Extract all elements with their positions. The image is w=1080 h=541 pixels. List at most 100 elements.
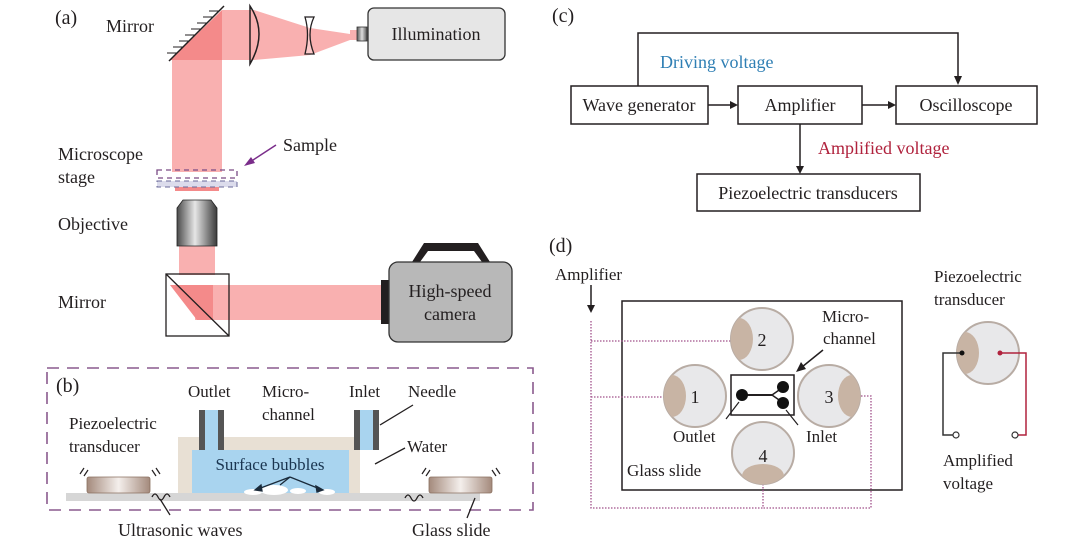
inlet-label: Inlet xyxy=(806,427,837,446)
amplified-voltage-label-2: voltage xyxy=(943,474,993,493)
right-vibration-marks xyxy=(421,467,501,477)
outlet-label: Outlet xyxy=(673,427,716,446)
illumination-beam-narrow xyxy=(350,30,362,40)
camera-body xyxy=(388,261,513,343)
vertical-beam-below-stage xyxy=(175,185,219,191)
transducer-4-number: 4 xyxy=(759,446,768,466)
inlet-label: Inlet xyxy=(349,382,380,401)
piezo-label-1: Piezoelectric xyxy=(69,414,157,433)
transducer-2: 2 xyxy=(730,307,794,371)
objective-label: Objective xyxy=(58,214,128,234)
bubble-arrows xyxy=(253,476,325,493)
outlet-pointer xyxy=(725,401,740,420)
red-lead-terminal xyxy=(997,350,1003,356)
inlet-port-top xyxy=(777,381,789,393)
transducer-1-number: 1 xyxy=(691,387,700,407)
objective-lens xyxy=(176,199,218,247)
red-lead-wire xyxy=(1000,352,1027,436)
red-lead-open-terminal xyxy=(1011,431,1019,439)
amplifier-input-label: Amplifier xyxy=(555,265,622,284)
beamsplitter-reflection-zone xyxy=(170,285,213,320)
driving-voltage-label: Driving voltage xyxy=(660,52,773,72)
panel-a: (a) Mirror xyxy=(55,3,513,343)
wavegen-to-amplifier-arrowhead xyxy=(730,101,738,109)
amplified-voltage-label: Amplified voltage xyxy=(818,138,949,158)
amplifier-box xyxy=(737,85,863,125)
panel-d: (d) Amplifier Glass slide 2 1 xyxy=(549,235,1027,509)
wave-generator-box xyxy=(570,85,709,125)
sample-dashed-box xyxy=(156,169,238,179)
panel-b-label: (b) xyxy=(56,375,79,397)
water-label: Water xyxy=(407,437,447,456)
piezo-label-2: transducer xyxy=(69,437,140,456)
amplifier-to-piezo-arrowhead xyxy=(796,166,804,174)
vertical-beam xyxy=(172,60,222,172)
outlet-port xyxy=(736,389,748,401)
glass-slide-label: Glass slide xyxy=(627,461,701,480)
inlet-needle-right xyxy=(373,410,379,450)
sample-label: Sample xyxy=(283,135,337,155)
left-vibration-marks xyxy=(79,467,161,477)
sample-arrow-head xyxy=(244,157,255,166)
right-piezo-transducer xyxy=(428,476,493,494)
needle-label: Needle xyxy=(408,382,456,401)
black-lead-wire xyxy=(942,352,962,436)
inlet-port-bottom xyxy=(777,397,789,409)
panel-b: (b) Outlet Micro- channel Inlet Needle P… xyxy=(46,367,534,540)
right-ultrasonic-wave-icon xyxy=(404,494,424,502)
microscope-stage xyxy=(156,180,238,188)
transducer-3: 3 xyxy=(797,364,861,428)
horizontal-beam-camera xyxy=(195,285,385,320)
surface-bubbles-label: Surface bubbles xyxy=(215,455,324,474)
beamsplitter-diagonal xyxy=(165,273,230,337)
illumination-beam-converging xyxy=(310,28,350,55)
glass-slide-label: Glass slide xyxy=(412,520,491,540)
piezo-transducers-box xyxy=(696,173,921,212)
panel-c: (c) Driving voltage Wave generator Ampli… xyxy=(552,5,1038,212)
single-piezo-label-2: transducer xyxy=(934,290,1005,309)
camera-handle xyxy=(412,243,490,262)
beamsplitter-cube xyxy=(165,273,230,337)
oscilloscope-label: Oscilloscope xyxy=(920,95,1013,115)
ultrasonic-waves-pointer xyxy=(159,498,171,516)
amplifier-to-oscilloscope-arrowhead xyxy=(888,101,896,109)
amplified-voltage-label-1: Amplified xyxy=(943,451,1013,470)
glass-slide xyxy=(66,493,480,501)
illumination-beam-lens xyxy=(222,10,310,60)
mirror-top-label: Mirror xyxy=(106,16,154,36)
top-mirror xyxy=(167,5,225,62)
wave-generator-label: Wave generator xyxy=(583,95,696,115)
outlet-needle-right xyxy=(218,410,224,450)
bubble xyxy=(260,485,288,495)
amplifier-label: Amplifier xyxy=(765,95,836,115)
outlet-needle-left xyxy=(199,410,205,450)
illumination-box xyxy=(367,7,506,61)
oscilloscope-box xyxy=(895,85,1038,125)
transducer-4: 4 xyxy=(731,421,795,485)
transducer-wiring xyxy=(590,321,872,509)
microchannel-label-2: channel xyxy=(823,329,876,348)
concave-lens xyxy=(304,16,316,55)
black-lead-open-terminal xyxy=(952,431,960,439)
outlet-label: Outlet xyxy=(188,382,231,401)
camera-label-1: High-speed xyxy=(409,281,492,301)
transducer-1: 1 xyxy=(663,364,727,428)
illumination-nozzle xyxy=(356,26,368,42)
piezo-transducers-label: Piezoelectric transducers xyxy=(718,183,897,203)
microchannel-pointer xyxy=(801,349,824,368)
microscope-stage-label-2: stage xyxy=(58,167,95,187)
bubble xyxy=(290,488,306,494)
beam-below-objective xyxy=(179,245,215,275)
microscope-stage-label-1: Microscope xyxy=(58,144,143,164)
black-lead-terminal xyxy=(959,350,965,356)
camera-label-2: camera xyxy=(424,304,476,324)
inlet-needle-left xyxy=(354,410,360,450)
driving-voltage-line xyxy=(637,32,959,86)
amplifier-input-arrowhead xyxy=(587,305,595,313)
sample-arrow xyxy=(249,144,277,163)
mirror-bottom-label: Mirror xyxy=(58,292,106,312)
microchannel-label-1: Micro- xyxy=(262,382,310,401)
inlet-pointer xyxy=(785,409,799,426)
convex-lens xyxy=(249,3,260,67)
camera-lens-mount xyxy=(381,280,390,324)
